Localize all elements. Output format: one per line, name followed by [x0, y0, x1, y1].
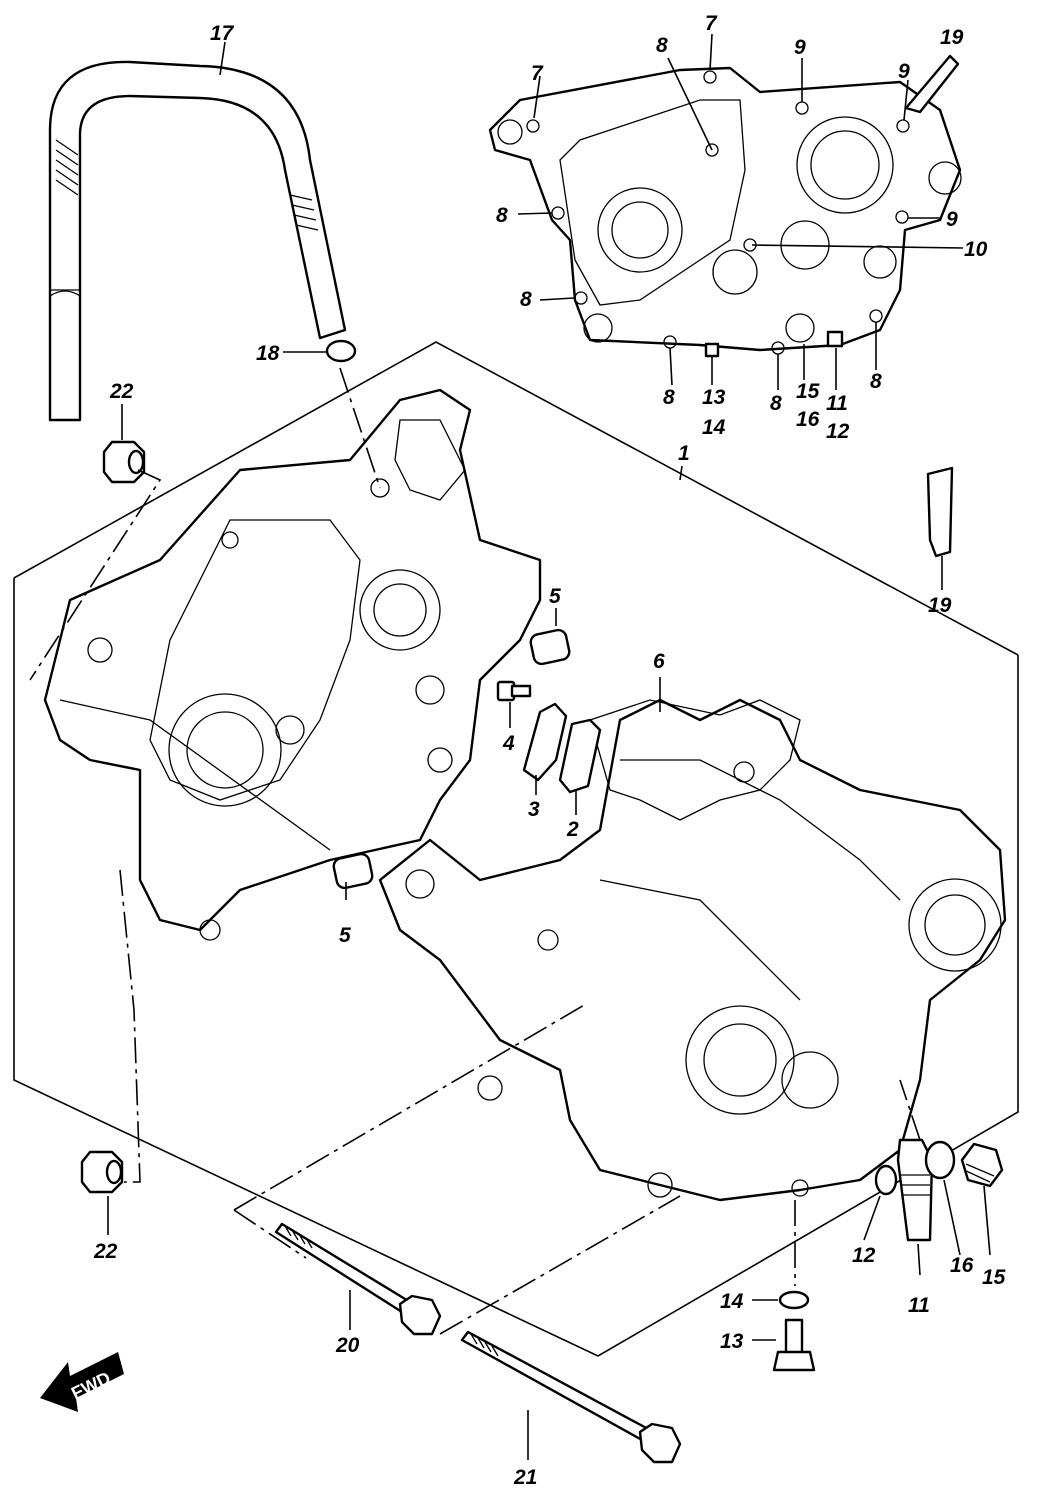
callout-15-top: 15 — [796, 380, 820, 403]
washer-part-12 — [874, 1164, 898, 1196]
callout-12-bottom: 12 — [852, 1244, 876, 1267]
callout-16-top: 16 — [796, 408, 820, 431]
washer-part-14 — [778, 1290, 810, 1310]
callout-11-bottom: 11 — [908, 1294, 930, 1317]
gasket-outline — [589, 699, 801, 821]
callout-8-top: 8 — [656, 34, 668, 57]
callout-18: 18 — [256, 342, 280, 365]
callout-4: 4 — [502, 732, 515, 755]
plug-part-11 — [896, 1138, 934, 1242]
callout-9-left: 9 — [794, 36, 806, 59]
bolt-part-21 — [460, 1330, 682, 1464]
callout-12-top: 12 — [826, 420, 850, 443]
callout-22-top: 22 — [109, 380, 134, 403]
callout-8-left-lower: 8 — [520, 288, 532, 311]
nut-top — [102, 440, 146, 484]
callout-5-lower: 5 — [339, 924, 351, 947]
dowel-pin-upper — [529, 628, 571, 666]
callout-22-bottom: 22 — [93, 1240, 118, 1263]
callout-20: 20 — [335, 1334, 360, 1357]
bolt-part-20 — [274, 1222, 442, 1336]
callout-13-top: 13 — [702, 386, 726, 409]
callout-2: 2 — [566, 818, 579, 841]
crankcase-inner-view — [488, 66, 962, 358]
callout-16-bottom: 16 — [950, 1254, 974, 1277]
callout-7-left: 7 — [531, 62, 544, 85]
callout-8-bottom-left: 8 — [663, 386, 675, 409]
bolt-part-15 — [960, 1142, 1004, 1188]
callout-13-bottom: 13 — [720, 1330, 744, 1353]
callout-8-left-upper: 8 — [496, 204, 508, 227]
callout-9-right: 9 — [898, 60, 910, 83]
breather-hose — [48, 60, 347, 422]
crankcase-right-half — [378, 698, 1007, 1202]
callout-3: 3 — [528, 798, 540, 821]
callout-8-bottom-mid: 8 — [770, 392, 782, 415]
dowel-pin-lower — [332, 852, 374, 890]
bolt-part-13 — [772, 1318, 816, 1372]
callout-labels: 1 2 3 4 5 5 6 7 7 8 8 8 8 8 8 9 9 9 10 1… — [93, 12, 1006, 1489]
callout-10: 10 — [964, 238, 988, 261]
callout-19-top: 19 — [940, 26, 964, 49]
leader-lines — [107, 33, 991, 1460]
forward-arrow-icon: FWD — [40, 1352, 124, 1412]
callout-14-top: 14 — [702, 416, 726, 439]
alignment-lines — [29, 367, 921, 1335]
nut-bottom — [80, 1150, 124, 1194]
clip-part-19-upper — [904, 54, 960, 114]
callout-17: 17 — [210, 22, 235, 45]
o-ring-part-16 — [924, 1140, 956, 1180]
callout-11-top: 11 — [826, 392, 848, 415]
callout-14-bottom: 14 — [720, 1290, 744, 1313]
gasket-part-2 — [558, 718, 602, 794]
bolt-part-4 — [496, 680, 532, 702]
assembly-outline — [13, 341, 1019, 1357]
callout-6: 6 — [653, 650, 665, 673]
crankcase-left-half — [43, 388, 542, 941]
callout-15-bottom: 15 — [982, 1266, 1006, 1289]
hose-clamp — [325, 339, 357, 363]
plate-part-3 — [522, 702, 568, 782]
callout-1: 1 — [678, 442, 690, 465]
callout-9-side: 9 — [946, 208, 958, 231]
callout-19-bottom: 19 — [928, 594, 952, 617]
callout-21: 21 — [513, 1466, 537, 1489]
callout-8-bottom-right: 8 — [870, 370, 882, 393]
callout-7-top: 7 — [705, 12, 718, 35]
clip-part-19-lower — [926, 466, 954, 558]
callout-5-upper: 5 — [549, 585, 561, 608]
